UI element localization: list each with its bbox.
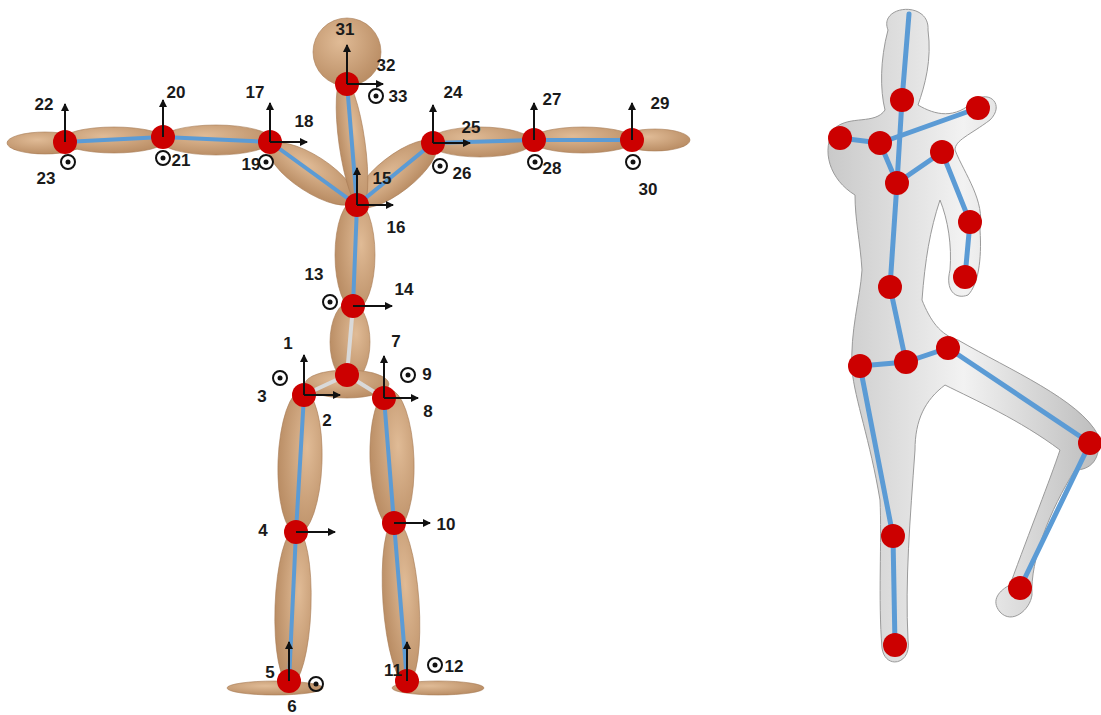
callout-number: 8 <box>423 403 432 420</box>
callout-number: 5 <box>265 664 274 681</box>
callout-number: 2 <box>322 412 331 429</box>
callout-number: 32 <box>377 57 396 74</box>
callout-number: 12 <box>445 658 464 675</box>
callout-number: 11 <box>384 662 402 679</box>
callout-number: 20 <box>167 84 186 101</box>
callout-number: 9 <box>422 366 431 383</box>
callout-number: 10 <box>437 516 456 533</box>
callout-number: 4 <box>258 522 267 539</box>
callout-number: 21 <box>172 152 191 169</box>
callout-number: 6 <box>287 698 296 715</box>
callout-number: 31 <box>336 21 355 38</box>
callout-number: 22 <box>35 96 54 113</box>
callout-number: 23 <box>37 170 56 187</box>
callout-number: 18 <box>295 113 314 130</box>
callout-number: 27 <box>543 91 562 108</box>
axis-arrows <box>65 45 632 681</box>
callout-number: 13 <box>305 266 324 283</box>
mesh-joints <box>828 88 1101 657</box>
callout-number: 3 <box>257 388 266 405</box>
callout-number: 14 <box>395 281 414 298</box>
callout-number: 19 <box>242 156 261 173</box>
mesh-figure <box>828 9 1099 662</box>
skeleton-lines <box>65 84 632 681</box>
callout-number: 30 <box>639 181 658 198</box>
callout-number: 1 <box>283 335 292 352</box>
callout-number: 33 <box>389 88 408 105</box>
callout-number: 29 <box>651 95 670 112</box>
callout-number: 16 <box>387 219 406 236</box>
mesh-skeleton <box>840 14 1090 645</box>
callout-number: 17 <box>246 84 265 101</box>
callout-number: 15 <box>373 170 392 187</box>
callout-number: 28 <box>543 160 562 177</box>
body-ellipses <box>7 18 690 695</box>
joints <box>53 72 644 693</box>
callout-number: 24 <box>444 84 463 101</box>
callout-number: 7 <box>391 333 400 350</box>
callout-number: 25 <box>462 119 481 136</box>
out-of-plane-symbols <box>61 89 640 691</box>
pelvis-lines <box>304 306 384 398</box>
callout-number: 26 <box>453 165 472 182</box>
